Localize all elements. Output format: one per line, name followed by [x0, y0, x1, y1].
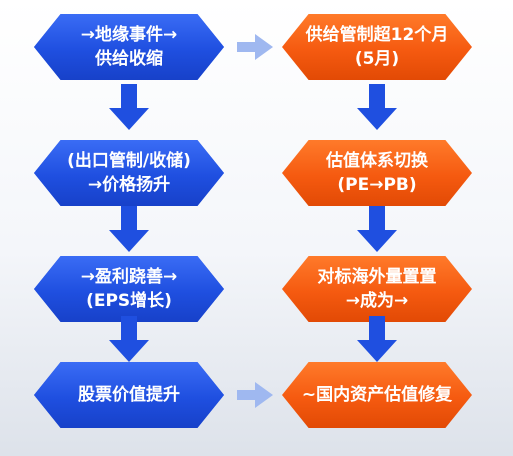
node-supply-control: 供给管制超12个月 (5月) — [282, 14, 472, 80]
node-label-line2: →价格扬升 — [87, 175, 171, 195]
arrow-right-icon — [237, 382, 277, 408]
node-label-line2: →成为→ — [345, 291, 409, 311]
arrow-right-icon — [237, 34, 277, 60]
arrow-down-icon — [109, 206, 149, 254]
arrow-down-icon — [357, 84, 397, 132]
arrow-down-icon — [357, 206, 397, 254]
node-label-line1: →盈利跷善→ — [80, 267, 178, 287]
node-earnings-improve: →盈利跷善→ (EPS增长) — [34, 256, 224, 322]
node-stock-value-up: 股票价值提升 — [34, 362, 224, 428]
node-label-line1: 估值体系切换 — [326, 151, 428, 171]
arrow-down-icon — [357, 316, 397, 364]
node-label-line2: (5月) — [354, 49, 400, 69]
node-label-line1: →地缘事件→ — [80, 25, 178, 45]
node-label-line1: (出口管制/收储) — [67, 151, 191, 171]
node-overseas-benchmark: 对标海外量置置 →成为→ — [282, 256, 472, 322]
node-label-line2: (EPS增长) — [86, 291, 172, 311]
arrow-down-icon — [109, 84, 149, 132]
node-label-line1: 供给管制超12个月 — [305, 25, 449, 45]
node-geopolitical-event: →地缘事件→ 供给收缩 — [34, 14, 224, 80]
node-label-line1: ~国内资产估值修复 — [301, 385, 453, 405]
node-label-line1: 对标海外量置置 — [317, 267, 437, 287]
node-export-control: (出口管制/收储) →价格扬升 — [34, 140, 224, 206]
node-label-line1: 股票价值提升 — [78, 385, 180, 405]
node-label-line2: 供给收缩 — [95, 49, 163, 69]
node-label-line2: (PE→PB) — [337, 175, 417, 195]
node-domestic-valuation-repair: ~国内资产估值修复 — [282, 362, 472, 428]
arrow-down-icon — [109, 316, 149, 364]
node-valuation-switch: 估值体系切换 (PE→PB) — [282, 140, 472, 206]
